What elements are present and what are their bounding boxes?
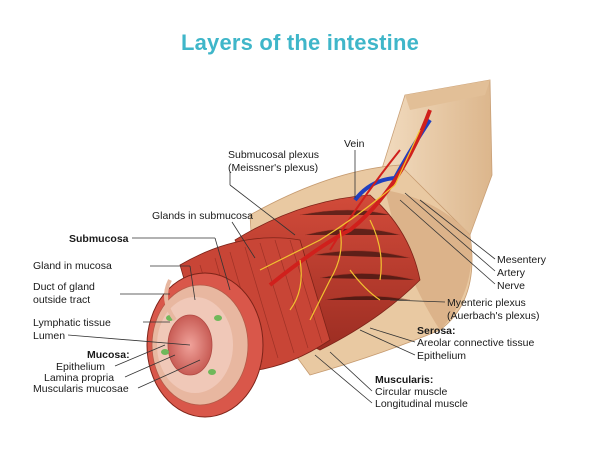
leader-lines xyxy=(67,150,496,404)
label-mucosa: Mucosa: xyxy=(87,349,130,361)
label-glands-in-submucosa: Glands in submucosa xyxy=(152,210,253,222)
label-submucosa: Submucosa xyxy=(69,233,129,245)
label-duct-of-gland: Duct of gland xyxy=(33,281,95,293)
label-longitudinal-muscle: Longitudinal muscle xyxy=(375,398,468,410)
label-lamina-propria: Lamina propria xyxy=(44,372,114,384)
label-myenteric-plexus: Myenteric plexus xyxy=(447,297,526,309)
label-muscularis-mucosae: Muscularis mucosae xyxy=(33,383,129,395)
label-circular-muscle: Circular muscle xyxy=(375,386,448,398)
label-mesentery: Mesentery xyxy=(497,254,547,266)
label-nerve: Nerve xyxy=(497,280,525,292)
artery-vessel xyxy=(268,109,432,287)
label-submucosal-plexus-alt: (Meissner's plexus) xyxy=(228,162,318,174)
label-submucosal-plexus: Submucosal plexus xyxy=(228,149,319,161)
label-myenteric-plexus-alt: (Auerbach's plexus) xyxy=(447,310,539,322)
cross-section xyxy=(146,272,264,418)
label-serosa: Serosa: xyxy=(417,325,456,337)
label-mucosa-epithelium: Epithelium xyxy=(56,361,105,373)
label-lumen: Lumen xyxy=(33,330,65,342)
label-gland-in-mucosa: Gland in mucosa xyxy=(33,260,112,272)
label-outside-tract: outside tract xyxy=(33,294,90,306)
label-serosa-epithelium: Epithelium xyxy=(417,350,466,362)
diagram-title: Layers of the intestine xyxy=(180,30,420,55)
nerve-plexus xyxy=(259,129,421,321)
label-artery: Artery xyxy=(497,267,526,279)
label-lymphatic-tissue: Lymphatic tissue xyxy=(33,317,111,329)
label-areolar-connective-tissue: Areolar connective tissue xyxy=(417,337,534,349)
label-muscularis: Muscularis: xyxy=(375,374,433,386)
label-vein: Vein xyxy=(344,138,365,150)
duct-of-gland xyxy=(164,279,177,322)
